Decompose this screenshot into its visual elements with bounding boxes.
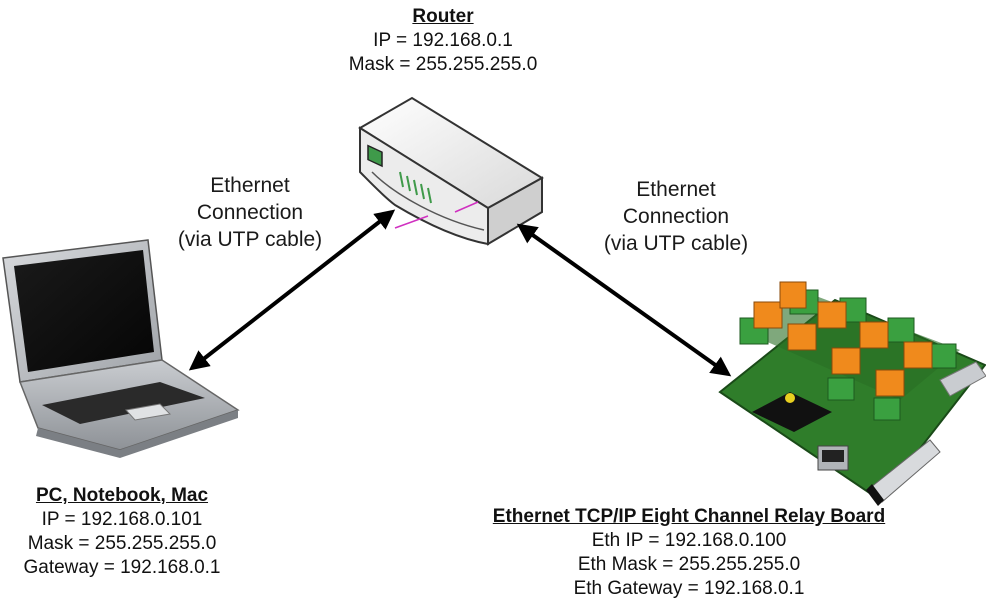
- relay-board-title: Ethernet TCP/IP Eight Channel Relay Boar…: [492, 506, 886, 527]
- router-ip: IP = 192.168.0.1: [373, 30, 513, 51]
- arrow-router-relay-board: [516, 223, 732, 377]
- connection-right-line3: (via UTP cable): [603, 232, 749, 255]
- connection-left-line3: (via UTP cable): [177, 228, 323, 251]
- relay-board-ip: Eth IP = 192.168.0.100: [591, 530, 787, 551]
- connection-label-right: Ethernet Connection (via UTP cable): [566, 176, 786, 257]
- connection-left-line1: Ethernet: [210, 174, 290, 197]
- router-icon: [358, 96, 544, 246]
- arrow-router-pc: [188, 209, 396, 371]
- connection-right-line1: Ethernet: [636, 178, 716, 201]
- relay-board-mask: Eth Mask = 255.255.255.0: [577, 554, 801, 575]
- pc-mask: Mask = 255.255.255.0: [27, 533, 217, 554]
- pc-ip: IP = 192.168.0.101: [41, 509, 203, 530]
- pc-title: PC, Notebook, Mac: [35, 485, 209, 506]
- connection-right-line2: Connection: [622, 205, 730, 228]
- relay-board-gateway: Eth Gateway = 192.168.0.1: [573, 578, 805, 599]
- connection-label-left: Ethernet Connection (via UTP cable): [140, 172, 360, 253]
- pc-gateway: Gateway = 192.168.0.1: [23, 557, 221, 578]
- router-label: Router IP = 192.168.0.1 Mask = 255.255.2…: [318, 5, 568, 77]
- pc-label: PC, Notebook, Mac IP = 192.168.0.101 Mas…: [0, 484, 244, 580]
- router-mask: Mask = 255.255.255.0: [348, 54, 538, 75]
- relay-board-icon: [718, 281, 986, 506]
- laptop-icon: [2, 239, 240, 458]
- router-title: Router: [412, 6, 474, 27]
- relay-board-label: Ethernet TCP/IP Eight Channel Relay Boar…: [452, 505, 926, 601]
- connection-left-line2: Connection: [196, 201, 304, 224]
